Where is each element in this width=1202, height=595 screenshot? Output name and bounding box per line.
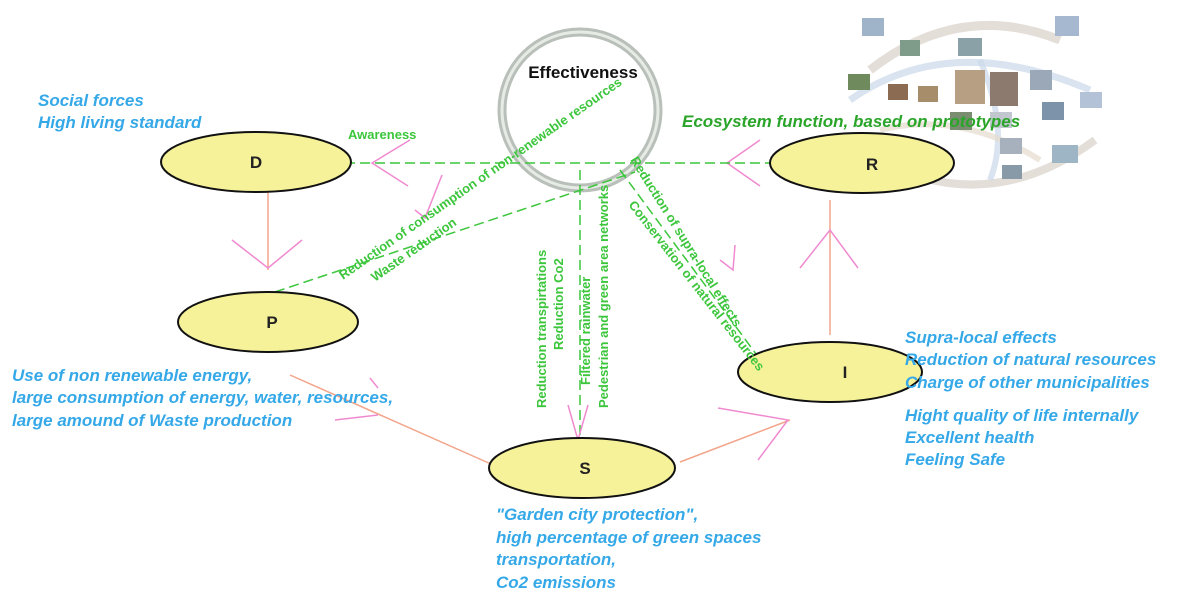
response-co2: Reduction Co2 [551,258,566,350]
svg-text:Charge of other municipalities: Charge of other municipalities [905,373,1150,392]
svg-text:Social forces: Social forces [38,91,144,110]
svg-text:S: S [579,459,590,478]
svg-text:Use of non renewable energy,: Use of non renewable energy, [12,366,252,385]
svg-text:Hight quality of life internal: Hight quality of life internally [905,406,1140,425]
response-awareness: Awareness [348,127,416,142]
svg-text:Co2 emissions: Co2 emissions [496,573,616,592]
svg-text:Reduction of natural resources: Reduction of natural resources [905,350,1156,369]
annotation-p: Use of non renewable energy, large consu… [12,366,393,430]
dpsir-flow [231,139,859,469]
svg-text:High living standard: High living standard [38,113,202,132]
node-i: I [737,341,923,403]
svg-text:"Garden city protection",: "Garden city protection", [496,505,698,524]
svg-text:D: D [250,153,262,172]
node-s: S [488,437,676,499]
svg-text:Reduction of consumption of no: Reduction of consumption of non-renewabl… [336,74,624,282]
annotation-i: Supra-local effects Reduction of natural… [905,328,1156,469]
svg-text:Supra-local effects: Supra-local effects [905,328,1057,347]
svg-text:Feeling Safe: Feeling Safe [905,450,1005,469]
svg-text:high percentage of green space: high percentage of green spaces [496,528,761,547]
svg-text:transportation,: transportation, [496,550,616,569]
annotation-r: Ecosystem function, based on prototypes [682,112,1020,131]
svg-text:Reduction of supra-local effec: Reduction of supra-local effects [627,154,745,330]
svg-text:Pedestrian and green area netw: Pedestrian and green area networks [596,185,611,408]
node-d: D [160,131,352,193]
annotation-s: "Garden city protection", high percentag… [496,505,761,592]
svg-text:Excellent health: Excellent health [905,428,1034,447]
response-conservation: Conservation of natural resources [626,198,768,374]
response-transport: Reduction transpirtations [534,250,549,408]
node-p: P [177,291,359,353]
svg-text:P: P [266,313,277,332]
svg-text:Filtered rainwater: Filtered rainwater [578,277,593,385]
svg-text:Reduction Co2: Reduction Co2 [551,258,566,350]
svg-text:R: R [866,155,878,174]
svg-text:large amound of Waste producti: large amound of Waste production [12,411,292,430]
response-nonrenewable: Reduction of consumption of non-renewabl… [336,74,624,282]
response-pedestrian: Pedestrian and green area networks [596,185,611,408]
svg-text:Conservation of natural resour: Conservation of natural resources [626,198,768,374]
svg-text:Reduction transpirtations: Reduction transpirtations [534,250,549,408]
effectiveness-title: Effectiveness [528,63,638,82]
node-r: R [769,132,955,194]
svg-text:I: I [843,363,848,382]
response-supra-local: Reduction of supra-local effects [627,154,745,330]
svg-text:large consumption of energy, w: large consumption of energy, water, reso… [12,388,393,407]
response-rainwater: Filtered rainwater [578,277,593,385]
annotation-d: Social forces High living standard [38,91,202,132]
